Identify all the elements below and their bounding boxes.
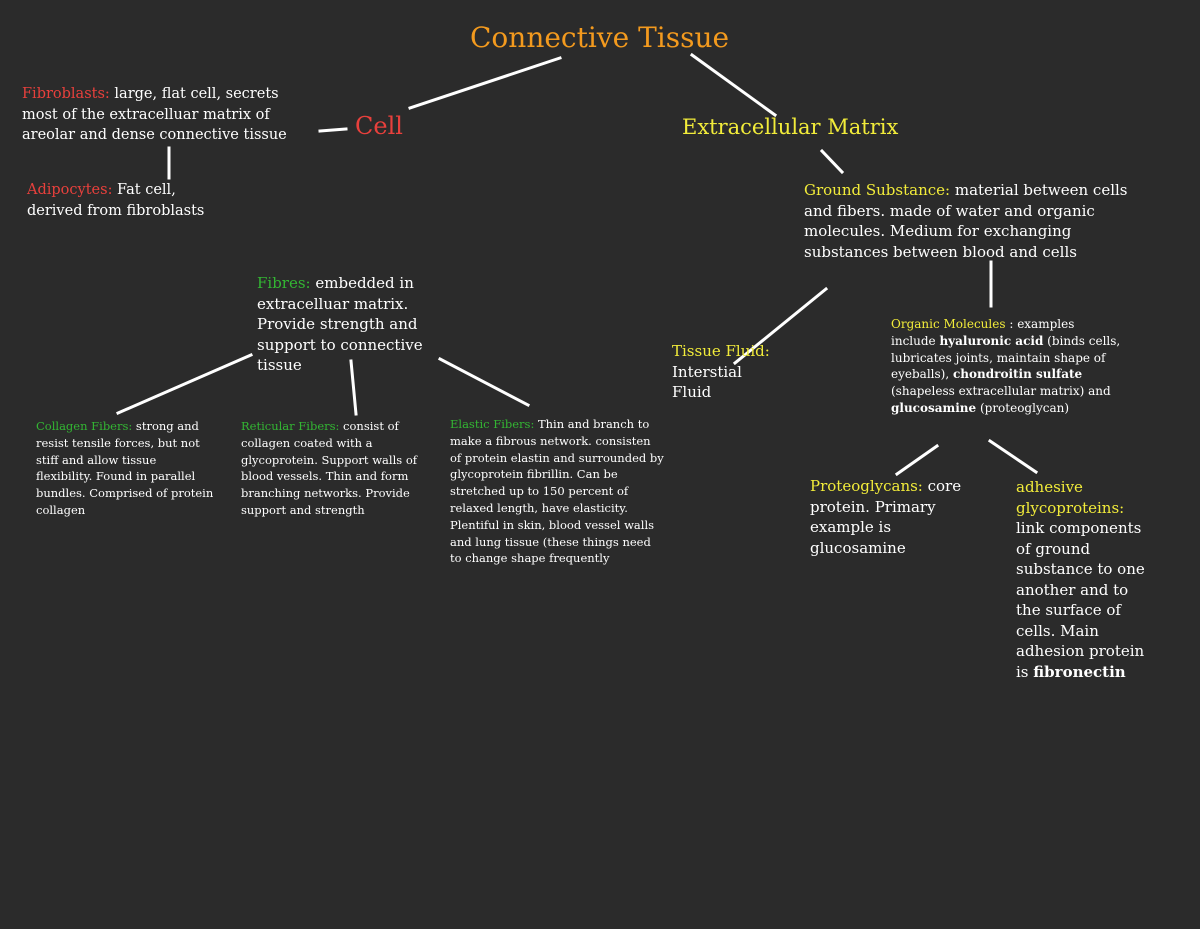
elastic-fibers-node: Elastic Fibers: Thin and branch to make …	[450, 416, 665, 567]
reticular-fibers-term: Reticular Fibers:	[241, 419, 340, 433]
connector-fibres-collagen	[116, 353, 253, 415]
adipocytes-text: Fat cell, derived from fibroblasts	[27, 182, 205, 219]
adipocytes-term: Adipocytes:	[27, 182, 113, 198]
proteoglycans-text: core protein. Primary example is glucosa…	[810, 477, 962, 557]
connector-fibres-reticular	[349, 359, 358, 416]
organic-molecules-text-2: (binds cells, lubricates joints, maintai…	[891, 333, 1121, 382]
collagen-fibers-text: strong and resist tensile forces, but no…	[36, 419, 214, 517]
connector-organic-proteoglycans	[894, 443, 940, 477]
elastic-fibers-text: Thin and branch to make a fibrous networ…	[450, 417, 664, 566]
connector-matrix-ground	[819, 148, 845, 175]
adhesive-glycoproteins-term: adhesive glycoproteins:	[1016, 478, 1125, 517]
connector-cell-fibroblasts	[318, 127, 348, 133]
proteoglycans-node: Proteoglycans: core protein. Primary exa…	[810, 476, 990, 558]
elastic-fibers-term: Elastic Fibers:	[450, 417, 535, 431]
ground-substance-text: material between cells and fibers. made …	[804, 181, 1128, 261]
glucosamine: glucosamine	[891, 400, 977, 415]
connector-ground-tissuefluid	[732, 286, 829, 366]
connector-title-cell	[408, 56, 562, 110]
cell-heading: Cell	[355, 112, 403, 140]
extracellular-matrix-heading: Extracellular Matrix	[682, 115, 899, 139]
fibres-text: embedded in extracelluar matrix. Provide…	[257, 274, 423, 374]
connector-title-matrix	[689, 52, 778, 118]
reticular-fibers-text: consist of collagen coated with a glycop…	[241, 419, 418, 517]
organic-molecules-text-4: (proteoglycan)	[976, 400, 1070, 415]
connector-organic-adhesive	[987, 438, 1039, 475]
chondroitin-sulfate: chondroitin sulfate	[952, 367, 1083, 382]
tissue-fluid-text: Interstial Fluid	[672, 362, 742, 402]
hyaluronic-acid: hyaluronic acid	[939, 333, 1044, 348]
connector-fibres-elastic	[437, 356, 531, 408]
collagen-fibers-term: Collagen Fibers:	[36, 419, 133, 433]
organic-molecules-text-3: (shapeless extracellular matrix) and	[891, 384, 1111, 399]
fibroblasts-term: Fibroblasts:	[22, 86, 110, 102]
page-title: Connective Tissue	[470, 21, 730, 54]
organic-molecules-node: Organic Molecules : examples include hya…	[891, 316, 1121, 417]
reticular-fibers-node: Reticular Fibers: consist of collagen co…	[241, 418, 421, 519]
fibres-node: Fibres: embedded in extracelluar matrix.…	[257, 273, 453, 376]
proteoglycans-term: Proteoglycans:	[810, 477, 923, 495]
fibronectin: fibronectin	[1033, 662, 1126, 681]
fibroblasts-text: large, flat cell, secrets most of the ex…	[22, 86, 287, 143]
adhesive-glycoproteins-node: adhesive glycoproteins: link components …	[1016, 477, 1156, 682]
tissue-fluid-node: Tissue Fluid: Interstial Fluid	[672, 341, 772, 403]
organic-molecules-term: Organic Molecules	[891, 317, 1006, 331]
collagen-fibers-node: Collagen Fibers: strong and resist tensi…	[36, 418, 214, 519]
ground-substance-term: Ground Substance:	[804, 181, 951, 199]
fibres-term: Fibres:	[257, 274, 311, 292]
adipocytes-node: Adipocytes: Fat cell, derived from fibro…	[27, 180, 232, 221]
adhesive-glycoproteins-text: link components of ground substance to o…	[1016, 519, 1145, 681]
organic-molecules-text-1: : examples include	[891, 317, 1075, 348]
fibroblasts-node: Fibroblasts: large, flat cell, secrets m…	[22, 84, 314, 146]
ground-substance-node: Ground Substance: material between cells…	[804, 180, 1134, 262]
tissue-fluid-term: Tissue Fluid:	[672, 342, 770, 360]
